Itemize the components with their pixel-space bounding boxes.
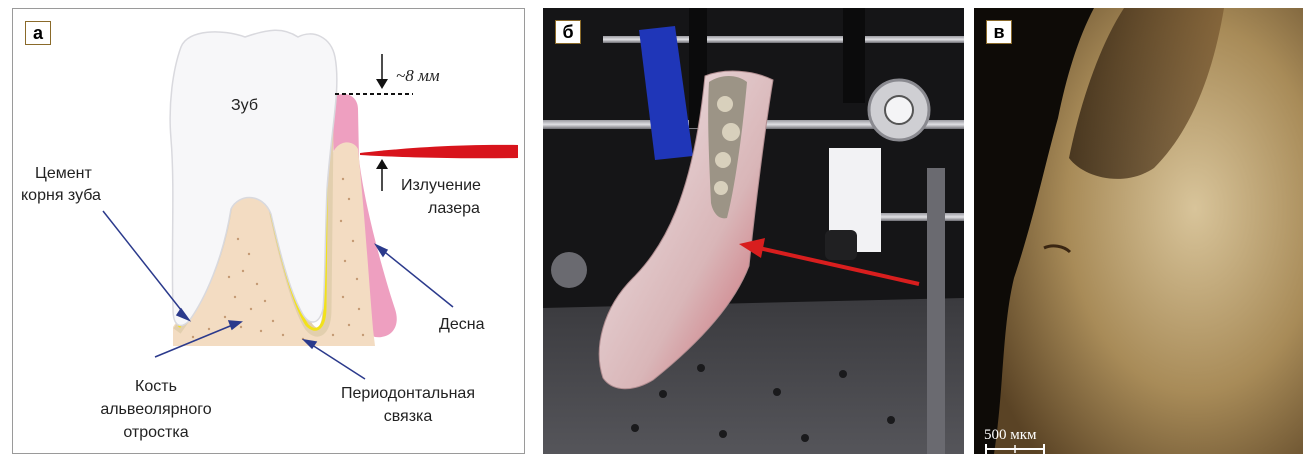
panel-b-letter: б bbox=[555, 20, 581, 44]
label-laser-2: лазера bbox=[428, 198, 480, 220]
label-bone-3: отростка bbox=[83, 422, 229, 444]
label-bone-1: Кость bbox=[83, 376, 229, 398]
label-gum: Десна bbox=[439, 314, 484, 336]
panel-c-micrograph: в 500 мкм bbox=[974, 8, 1303, 454]
scale-bar-label: 500 мкм bbox=[984, 427, 1037, 444]
label-bone-2: альвеолярного bbox=[83, 399, 229, 421]
laser-beam-shape bbox=[360, 145, 518, 158]
label-cement-1: Цемент bbox=[35, 163, 92, 185]
vertical-post bbox=[927, 168, 945, 454]
label-ligament-1: Периодонтальная bbox=[313, 383, 503, 405]
panel-a-letter: а bbox=[25, 21, 51, 45]
micrograph-illustration bbox=[974, 8, 1303, 454]
depth-arrow-head bbox=[376, 79, 388, 89]
label-laser-1: Излучение bbox=[401, 175, 481, 197]
label-tooth: Зуб bbox=[231, 95, 258, 117]
black-knob bbox=[825, 230, 857, 260]
panel-a-schematic: а bbox=[12, 8, 525, 454]
specimen-photo-illustration bbox=[543, 8, 964, 454]
laser-arrow-head bbox=[376, 159, 388, 169]
panel-b-photo: б bbox=[543, 8, 964, 454]
panel-c-letter: в bbox=[986, 20, 1012, 44]
black-bracket-2 bbox=[843, 8, 865, 103]
label-ligament-2: связка bbox=[313, 406, 503, 428]
label-depth: ~8 мм bbox=[396, 65, 440, 87]
label-cement-2: корня зуба bbox=[21, 185, 101, 207]
side-bolt bbox=[551, 252, 587, 288]
